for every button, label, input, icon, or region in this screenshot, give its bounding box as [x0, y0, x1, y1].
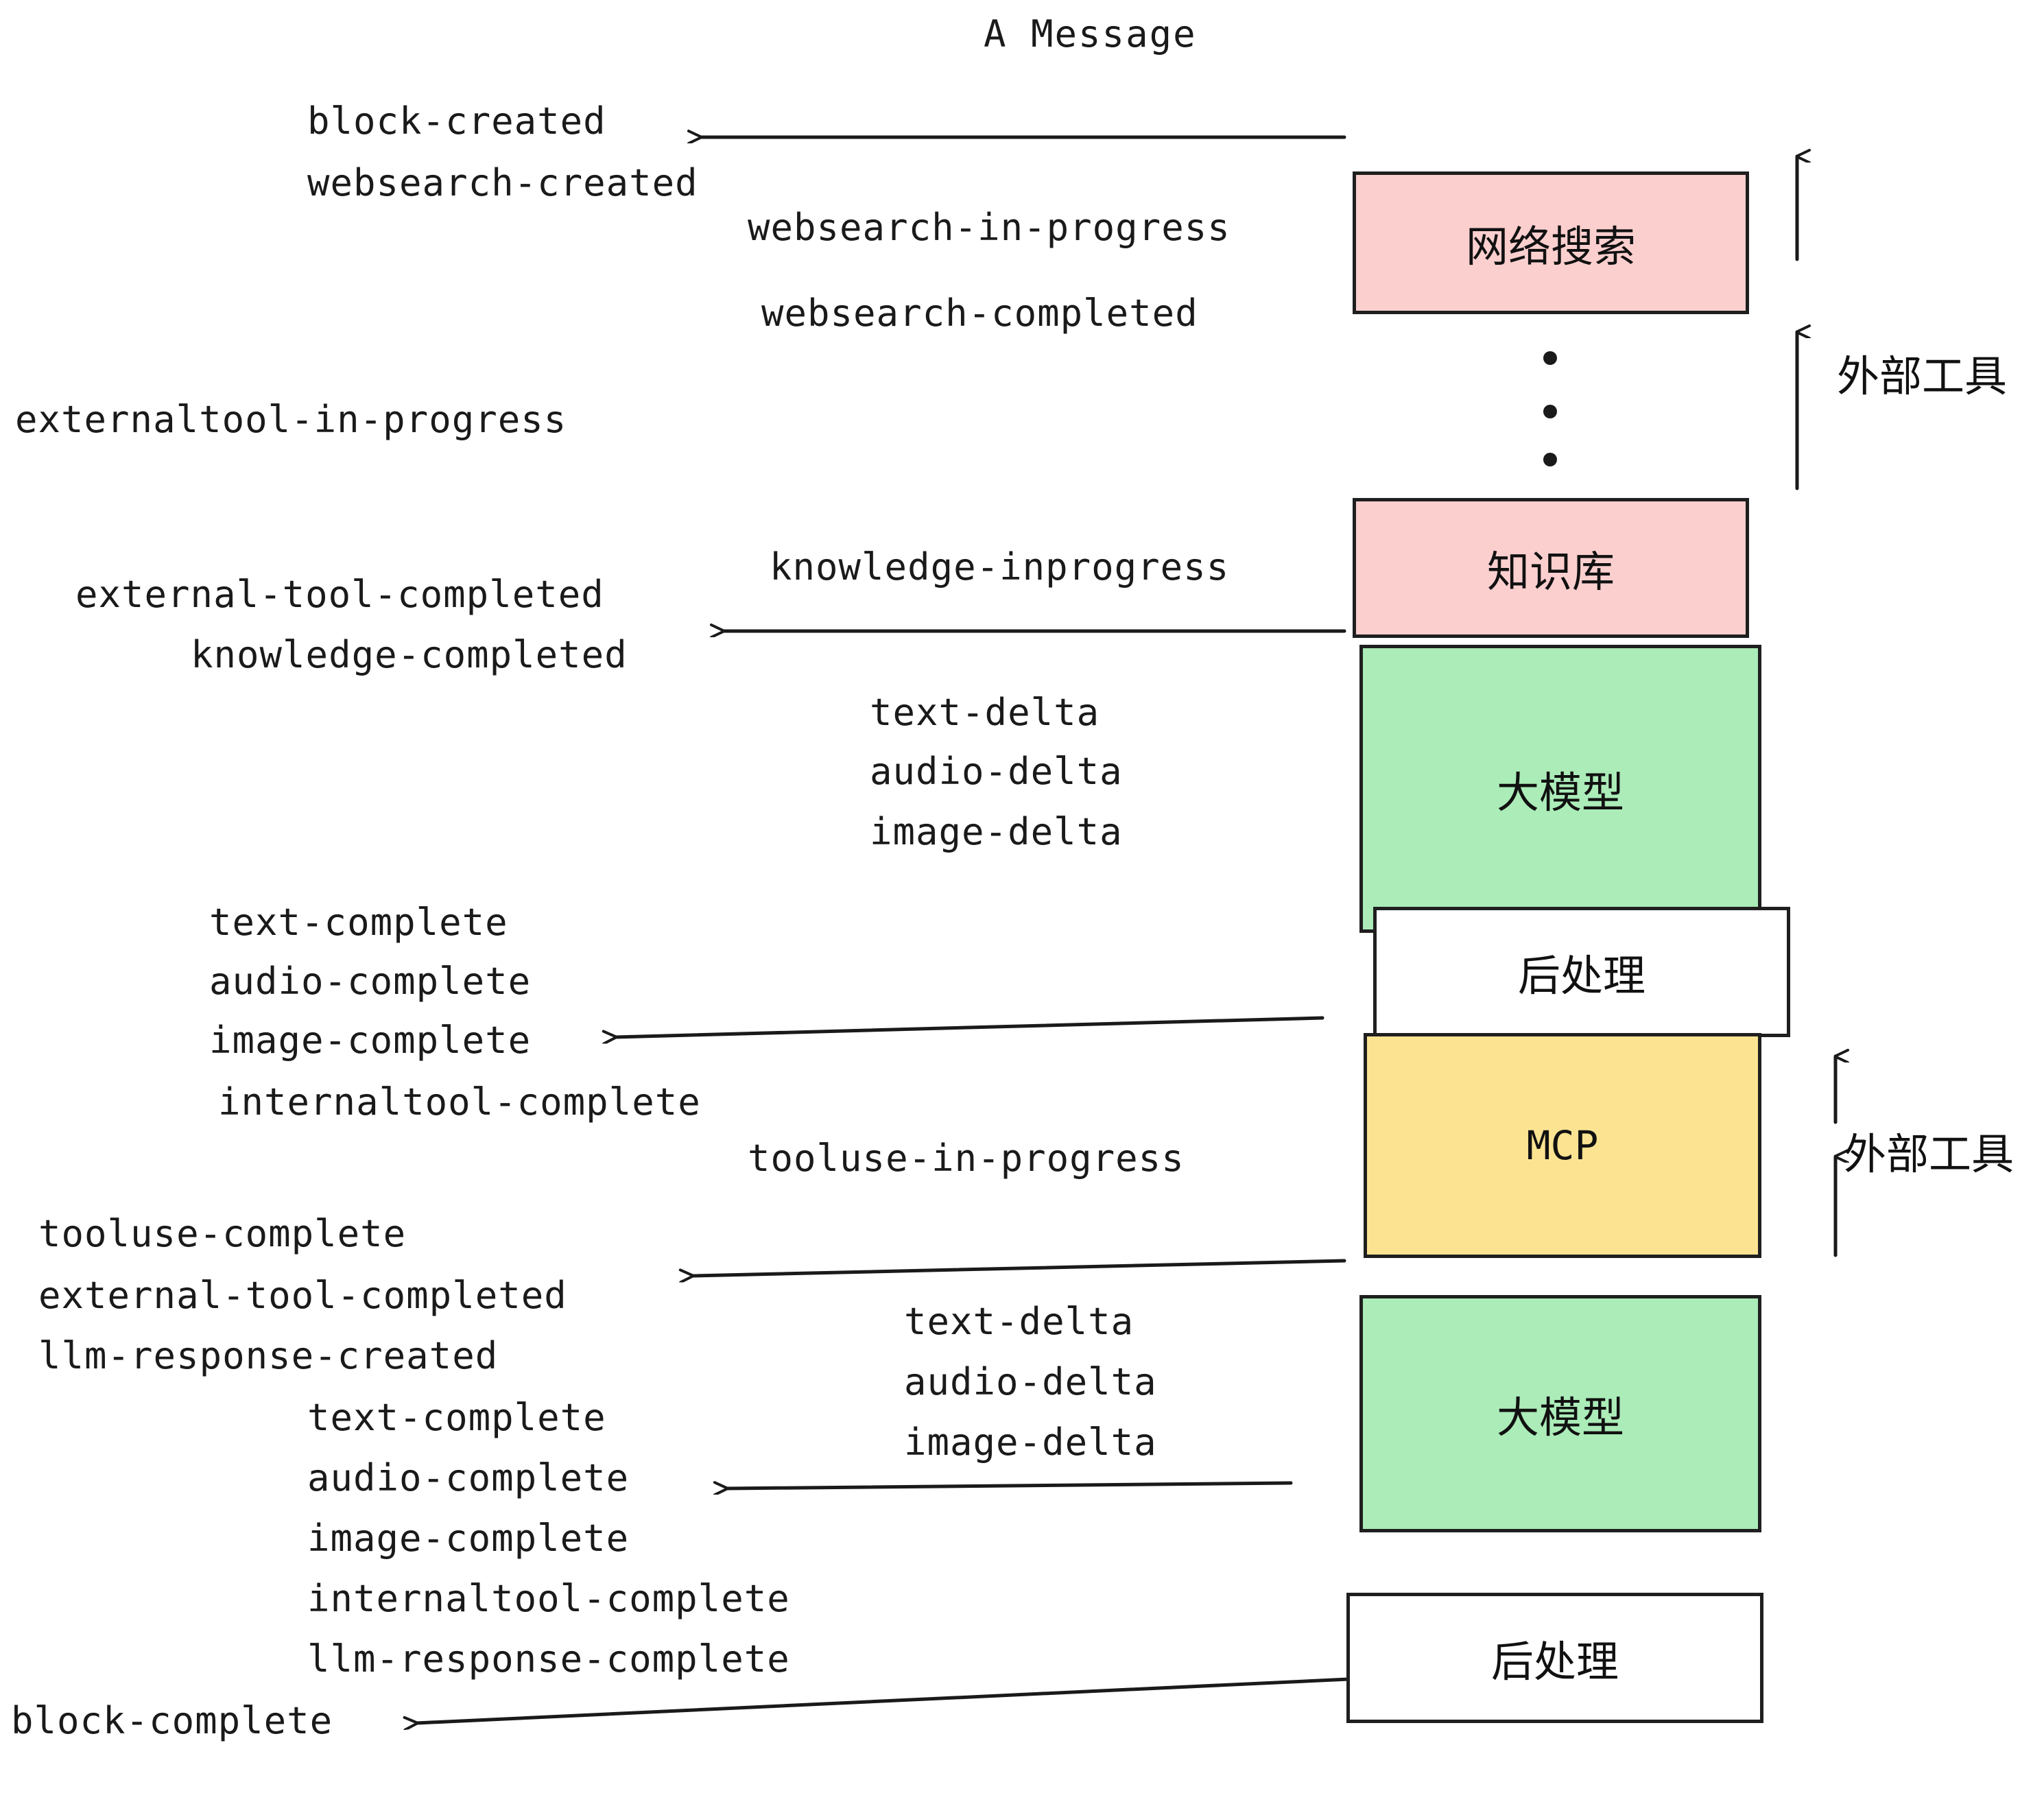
event-label-e20: llm-response-created: [38, 1334, 499, 1377]
event-label-e03: websearch-in-progress: [748, 206, 1231, 249]
node-llm2[interactable]: 大模型: [1359, 1295, 1761, 1532]
event-label-e21: audio-delta: [904, 1360, 1157, 1403]
side-label-external-tools-top: 外部工具: [1837, 351, 2008, 401]
event-label-e26: internaltool-complete: [307, 1577, 790, 1620]
node-knowledge[interactable]: 知识库: [1353, 498, 1749, 638]
event-label-e24: audio-complete: [307, 1456, 630, 1499]
arrow-a3: [616, 1016, 1324, 1037]
event-label-e10: audio-delta: [870, 750, 1123, 793]
event-label-e15: internaltool-complete: [218, 1080, 701, 1124]
event-label-e25: image-complete: [307, 1517, 630, 1560]
event-label-e17: tooluse-complete: [38, 1212, 407, 1255]
arrow-a4: [693, 1259, 1346, 1276]
node-websearch[interactable]: 网络搜索: [1353, 171, 1749, 314]
arrow-a5: [727, 1483, 1293, 1488]
ellipsis-dot-1: [1543, 351, 1557, 365]
event-label-e08: knowledge-completed: [191, 633, 628, 676]
event-label-e09: text-delta: [870, 691, 1100, 734]
node-mcp[interactable]: MCP: [1364, 1033, 1761, 1258]
side-label-external-tools-bottom: 外部工具: [1844, 1129, 2015, 1179]
node-post1[interactable]: 后处理: [1373, 907, 1790, 1037]
ellipsis-dot-2: [1543, 405, 1557, 418]
event-label-e02: websearch-created: [307, 161, 698, 204]
event-label-e01: block-created: [307, 99, 606, 143]
event-label-e16: tooluse-in-progress: [748, 1137, 1185, 1180]
event-label-e19: text-delta: [904, 1300, 1134, 1343]
event-label-e11: image-delta: [870, 810, 1123, 853]
event-label-e07: external-tool-completed: [75, 573, 604, 616]
node-post2[interactable]: 后处理: [1346, 1593, 1763, 1723]
event-label-e05: externaltool-in-progress: [15, 398, 567, 441]
event-label-e27: llm-response-complete: [307, 1637, 790, 1681]
ellipsis-dot-3: [1543, 453, 1557, 466]
event-label-e12: text-complete: [209, 901, 508, 944]
event-label-e14: image-complete: [209, 1019, 532, 1062]
event-label-e28: block-complete: [11, 1699, 333, 1742]
event-label-e13: audio-complete: [209, 960, 532, 1003]
event-label-e22: text-complete: [307, 1396, 606, 1439]
event-label-e04: websearch-completed: [761, 292, 1198, 335]
event-label-e06: knowledge-inprogress: [770, 545, 1230, 589]
event-label-e18: external-tool-completed: [38, 1274, 567, 1317]
event-label-e23: image-delta: [904, 1421, 1157, 1464]
node-llm1[interactable]: 大模型: [1359, 645, 1761, 933]
diagram-title: A Message: [984, 12, 1197, 56]
arrow-a6: [417, 1677, 1351, 1723]
